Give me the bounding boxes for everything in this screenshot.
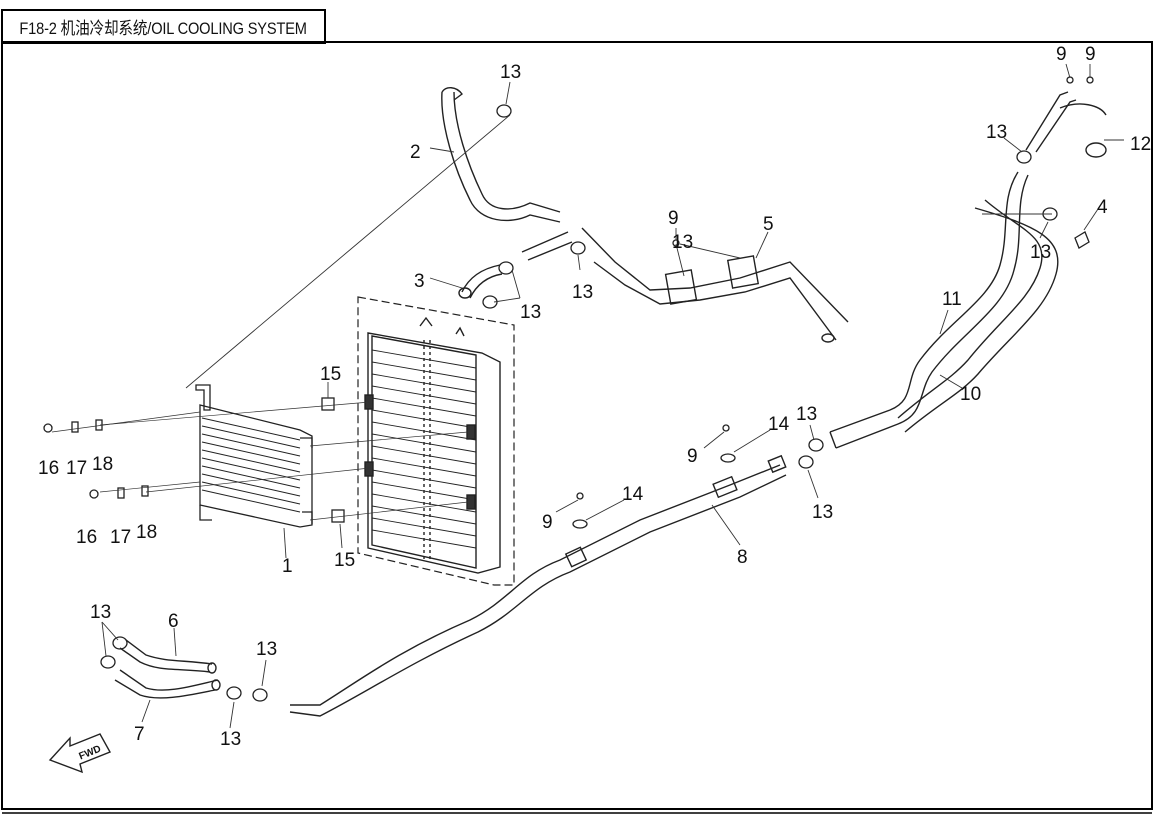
callout-4: 4 <box>1097 197 1108 218</box>
callout-16-a: 16 <box>38 458 59 479</box>
callout-14-b: 14 <box>622 484 644 505</box>
callout-9-b: 9 <box>1056 44 1067 65</box>
leader-lines <box>51 63 1124 729</box>
callout-10: 10 <box>960 384 981 405</box>
callout-18-a: 18 <box>92 454 113 475</box>
hose-8 <box>289 454 787 717</box>
oil-cooler <box>195 384 313 528</box>
callout-13-c: 13 <box>572 282 593 303</box>
callout-13-d: 13 <box>986 122 1007 143</box>
hose-3 <box>458 264 503 299</box>
callout-labels: 1 2 3 4 5 6 7 8 10 11 12 9 9 9 9 9 13 13… <box>38 44 1151 750</box>
radiator-assembly <box>357 296 515 586</box>
callout-13-k: 13 <box>672 232 693 253</box>
callout-17-b: 17 <box>110 527 131 548</box>
diagram-title-box: F18-2 机油冷却系统/OIL COOLING SYSTEM <box>1 9 326 44</box>
callout-11: 11 <box>942 289 962 310</box>
callout-9-c: 9 <box>1085 44 1096 65</box>
callout-9-d: 9 <box>687 446 698 467</box>
callout-16-b: 16 <box>76 527 97 548</box>
hose-6-7 <box>114 639 221 699</box>
hose-2 <box>441 87 561 223</box>
callout-13-f: 13 <box>796 404 817 425</box>
callout-17-a: 17 <box>66 458 87 479</box>
callout-13-i: 13 <box>256 639 277 660</box>
diagram-title: F18-2 机油冷却系统/OIL COOLING SYSTEM <box>19 19 308 38</box>
callout-1: 1 <box>282 556 293 577</box>
callout-15-b: 15 <box>334 550 355 571</box>
callout-9-a: 9 <box>668 208 679 229</box>
callout-13-e: 13 <box>1030 242 1051 263</box>
hose-10-11 <box>829 171 1059 449</box>
callout-15-a: 15 <box>320 364 341 385</box>
page-border <box>1 41 1153 810</box>
hose-5 <box>521 227 849 343</box>
callout-13-b: 13 <box>520 302 541 323</box>
fwd-arrow: FWD <box>48 733 111 774</box>
callout-13-a: 13 <box>500 62 521 83</box>
callout-14-a: 14 <box>768 414 790 435</box>
callout-3: 3 <box>414 271 425 292</box>
callout-13-j: 13 <box>220 729 241 750</box>
callout-18-b: 18 <box>136 522 157 543</box>
callout-2: 2 <box>410 142 421 163</box>
callout-8: 8 <box>737 547 748 568</box>
callout-12: 12 <box>1130 134 1151 155</box>
callout-7: 7 <box>134 724 145 745</box>
callout-9-e: 9 <box>542 512 553 533</box>
hose-12 <box>1025 91 1107 158</box>
callout-5: 5 <box>763 214 774 235</box>
hardware <box>43 76 1094 702</box>
callout-13-h: 13 <box>90 602 111 623</box>
callout-13-g: 13 <box>812 502 833 523</box>
callout-6: 6 <box>168 611 179 632</box>
